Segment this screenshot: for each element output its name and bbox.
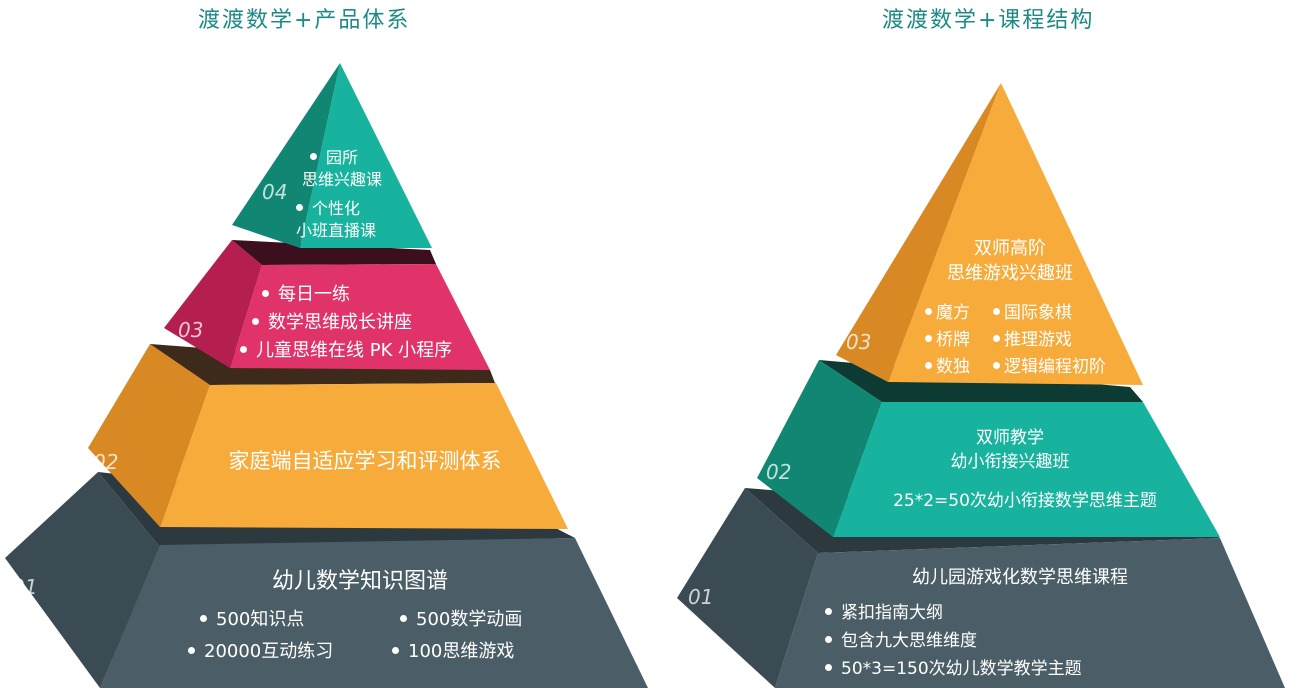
heading-line: 思维游戏兴趣班: [947, 263, 1073, 284]
item-label: 500知识点: [216, 609, 305, 630]
item-label: 逻辑编程初阶: [1004, 357, 1106, 377]
right-title: 渡渡数学+课程结构: [882, 8, 1095, 33]
bullet-icon: [993, 361, 1000, 369]
item-line: 园所: [326, 148, 359, 167]
right-level-03-item: 逻辑编程初阶: [993, 352, 1106, 377]
bullet-icon: [993, 307, 1000, 315]
left-level-01-side: [5, 472, 160, 688]
item-label: 紧扣指南大纲: [841, 603, 943, 623]
bullet-icon: [825, 663, 832, 671]
right-level-01-side: [677, 488, 818, 688]
item-label: 100思维游戏: [408, 641, 515, 662]
item-label: 推理游戏: [1004, 330, 1072, 350]
left-level-04-front: [300, 63, 432, 248]
item-label: 500数学动画: [416, 609, 523, 630]
right-level-03-item: 魔方: [925, 298, 970, 323]
bullet-icon: [310, 153, 317, 160]
item-label: 魔方: [936, 303, 970, 323]
left-level-03-item: 儿童思维在线 PK 小程序: [240, 336, 452, 362]
left-level-03-top: [232, 240, 436, 265]
bullet-icon: [200, 614, 207, 622]
left-level-02-side: [88, 344, 210, 527]
right-level-03-item: 推理游戏: [993, 325, 1072, 350]
right-level-02-detail: 25*2=50次幼小衔接数学思维主题: [893, 491, 1157, 511]
left-level-04-item: 园所 思维兴趣课: [302, 147, 382, 191]
item-label: 数独: [936, 357, 970, 377]
left-level-04-item: 个性化 小班直播课: [296, 198, 376, 242]
bullet-icon: [993, 334, 1000, 342]
right-level-03-heading: 双师高阶 思维游戏兴趣班: [920, 236, 1100, 286]
right-level-01-item: 包含九大思维维度: [825, 626, 977, 651]
right-level-01-front: [775, 538, 1285, 688]
left-level-02-front: [160, 383, 568, 529]
right-level-03-item: 桥牌: [925, 325, 970, 350]
right-level-03-number: 03: [846, 330, 872, 354]
item-label: 50*3=150次幼儿数学教学主题: [841, 659, 1082, 679]
right-level-01-heading: 幼儿园游戏化数学思维课程: [912, 567, 1128, 588]
heading-line: 双师高阶: [974, 238, 1046, 259]
item-line: 小班直播课: [296, 221, 377, 240]
left-level-01-item: 100思维游戏: [392, 637, 514, 663]
right-level-03-item: 国际象棋: [993, 298, 1072, 323]
left-level-04-number: 04: [262, 180, 288, 204]
bullet-icon: [392, 646, 399, 654]
item-label: 数学思维成长讲座: [268, 312, 412, 333]
bullet-icon: [400, 614, 407, 622]
right-level-02-side: [757, 360, 882, 537]
left-level-01-item: 20000互动练习: [188, 637, 333, 663]
bullet-icon: [825, 607, 832, 615]
right-level-02-number: 02: [766, 460, 792, 484]
left-level-01-front: [100, 538, 648, 688]
item-line: 个性化: [312, 199, 361, 218]
bullet-icon: [925, 307, 932, 315]
right-level-01-item: 50*3=150次幼儿数学教学主题: [825, 654, 1082, 679]
heading-line: 双师教学: [976, 428, 1044, 448]
bullet-icon: [188, 646, 195, 654]
left-level-03-item: 每日一练: [262, 280, 350, 306]
left-level-03-front: [230, 264, 490, 370]
bullet-icon: [252, 317, 259, 325]
item-label: 桥牌: [936, 330, 970, 350]
bullet-icon: [262, 289, 269, 297]
left-level-01-heading: 幼儿数学知识图谱: [271, 569, 448, 594]
left-level-04-side: [232, 63, 340, 248]
right-level-02-front: [833, 402, 1220, 537]
left-level-02-number: 02: [93, 450, 119, 474]
right-level-03-side: [836, 83, 1001, 382]
left-level-02-heading: 家庭端自适应学习和评测体系: [228, 449, 502, 473]
bullet-icon: [925, 361, 932, 369]
bullet-icon: [825, 635, 832, 643]
right-level-03-item: 数独: [925, 352, 970, 377]
right-level-01-item: 紧扣指南大纲: [825, 598, 943, 623]
right-level-01-number: 01: [688, 585, 714, 609]
left-level-03-item: 数学思维成长讲座: [252, 308, 412, 334]
bullet-icon: [296, 204, 303, 211]
bullet-icon: [925, 334, 932, 342]
item-label: 国际象棋: [1004, 303, 1072, 323]
item-line: 思维兴趣课: [302, 170, 383, 189]
left-level-03-side: [164, 240, 262, 368]
left-level-01-number: 01: [12, 575, 38, 599]
heading-line: 幼小衔接兴趣班: [950, 452, 1070, 472]
left-title: 渡渡数学+产品体系: [198, 8, 411, 33]
left-level-01-item: 500知识点: [200, 605, 304, 631]
right-level-03-front: [888, 83, 1143, 385]
item-label: 20000互动练习: [204, 641, 334, 662]
left-level-03-number: 03: [178, 318, 204, 342]
item-label: 儿童思维在线 PK 小程序: [256, 340, 453, 361]
item-label: 每日一练: [278, 284, 350, 305]
item-label: 包含九大思维维度: [841, 631, 977, 651]
left-level-01-item: 500数学动画: [400, 605, 522, 631]
bullet-icon: [240, 345, 247, 353]
right-level-02-heading: 双师教学 幼小衔接兴趣班: [900, 426, 1120, 474]
